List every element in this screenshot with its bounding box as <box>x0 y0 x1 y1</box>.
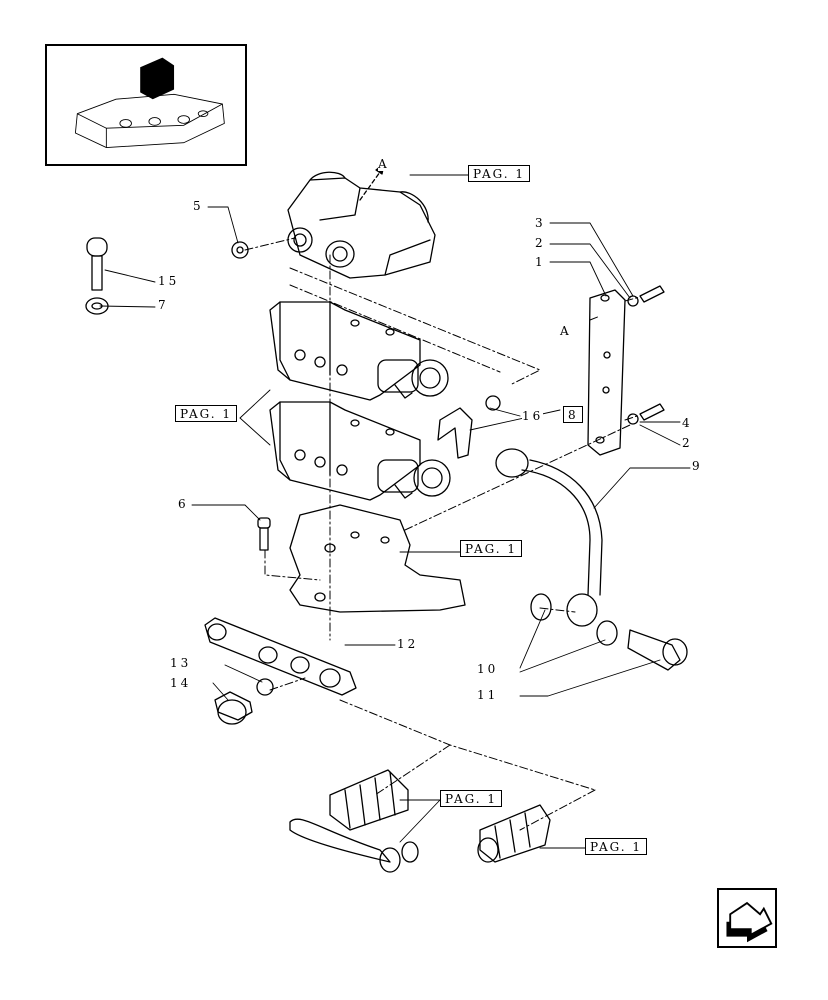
callout-1: 1 <box>535 255 546 269</box>
assembly-location-thumbnail <box>45 44 247 166</box>
callout-14: 14 <box>170 676 192 690</box>
callout-10: 10 <box>477 662 499 676</box>
next-page-button[interactable] <box>717 888 777 948</box>
callout-2-top: 2 <box>535 236 546 250</box>
spool-valve-upper <box>269 301 449 401</box>
page-ref-bottom-cover[interactable]: PAG. 1 <box>460 540 523 557</box>
bracket-1 <box>587 285 665 456</box>
callout-5: 5 <box>193 199 204 213</box>
pipe-9 <box>495 448 618 646</box>
callout-13: 13 <box>170 656 192 670</box>
callout-7: 7 <box>158 298 169 312</box>
callout-2-bottom: 2 <box>682 436 693 450</box>
page-ref-spring-left[interactable]: PAG. 1 <box>440 790 503 807</box>
top-valve-body <box>287 171 436 279</box>
assembly-location-icon <box>74 57 225 148</box>
next-page-arrow-icon <box>726 901 773 943</box>
callout-6: 6 <box>178 497 189 511</box>
page-ref-top-valve[interactable]: PAG. 1 <box>468 165 531 182</box>
callout-9: 9 <box>692 459 703 473</box>
callout-11: 11 <box>477 688 499 702</box>
bottom-cover <box>289 504 466 613</box>
direction-mark-a-top: A <box>378 157 389 171</box>
callout-16: 16 <box>522 409 544 423</box>
callout-12: 12 <box>397 637 419 651</box>
page-ref-spring-right[interactable]: PAG. 1 <box>585 838 648 855</box>
spring-right <box>477 804 551 863</box>
spring-left <box>289 769 419 873</box>
link-plate-12 <box>204 617 357 696</box>
spool-valve-lower <box>269 401 451 501</box>
callout-3: 3 <box>535 216 546 230</box>
callout-4: 4 <box>682 416 693 430</box>
page-ref-spool-valves[interactable]: PAG. 1 <box>175 405 238 422</box>
page-ref-box-8[interactable]: 8 <box>563 406 583 423</box>
callout-15: 15 <box>158 274 180 288</box>
direction-mark-a-bracket: A <box>560 324 571 338</box>
